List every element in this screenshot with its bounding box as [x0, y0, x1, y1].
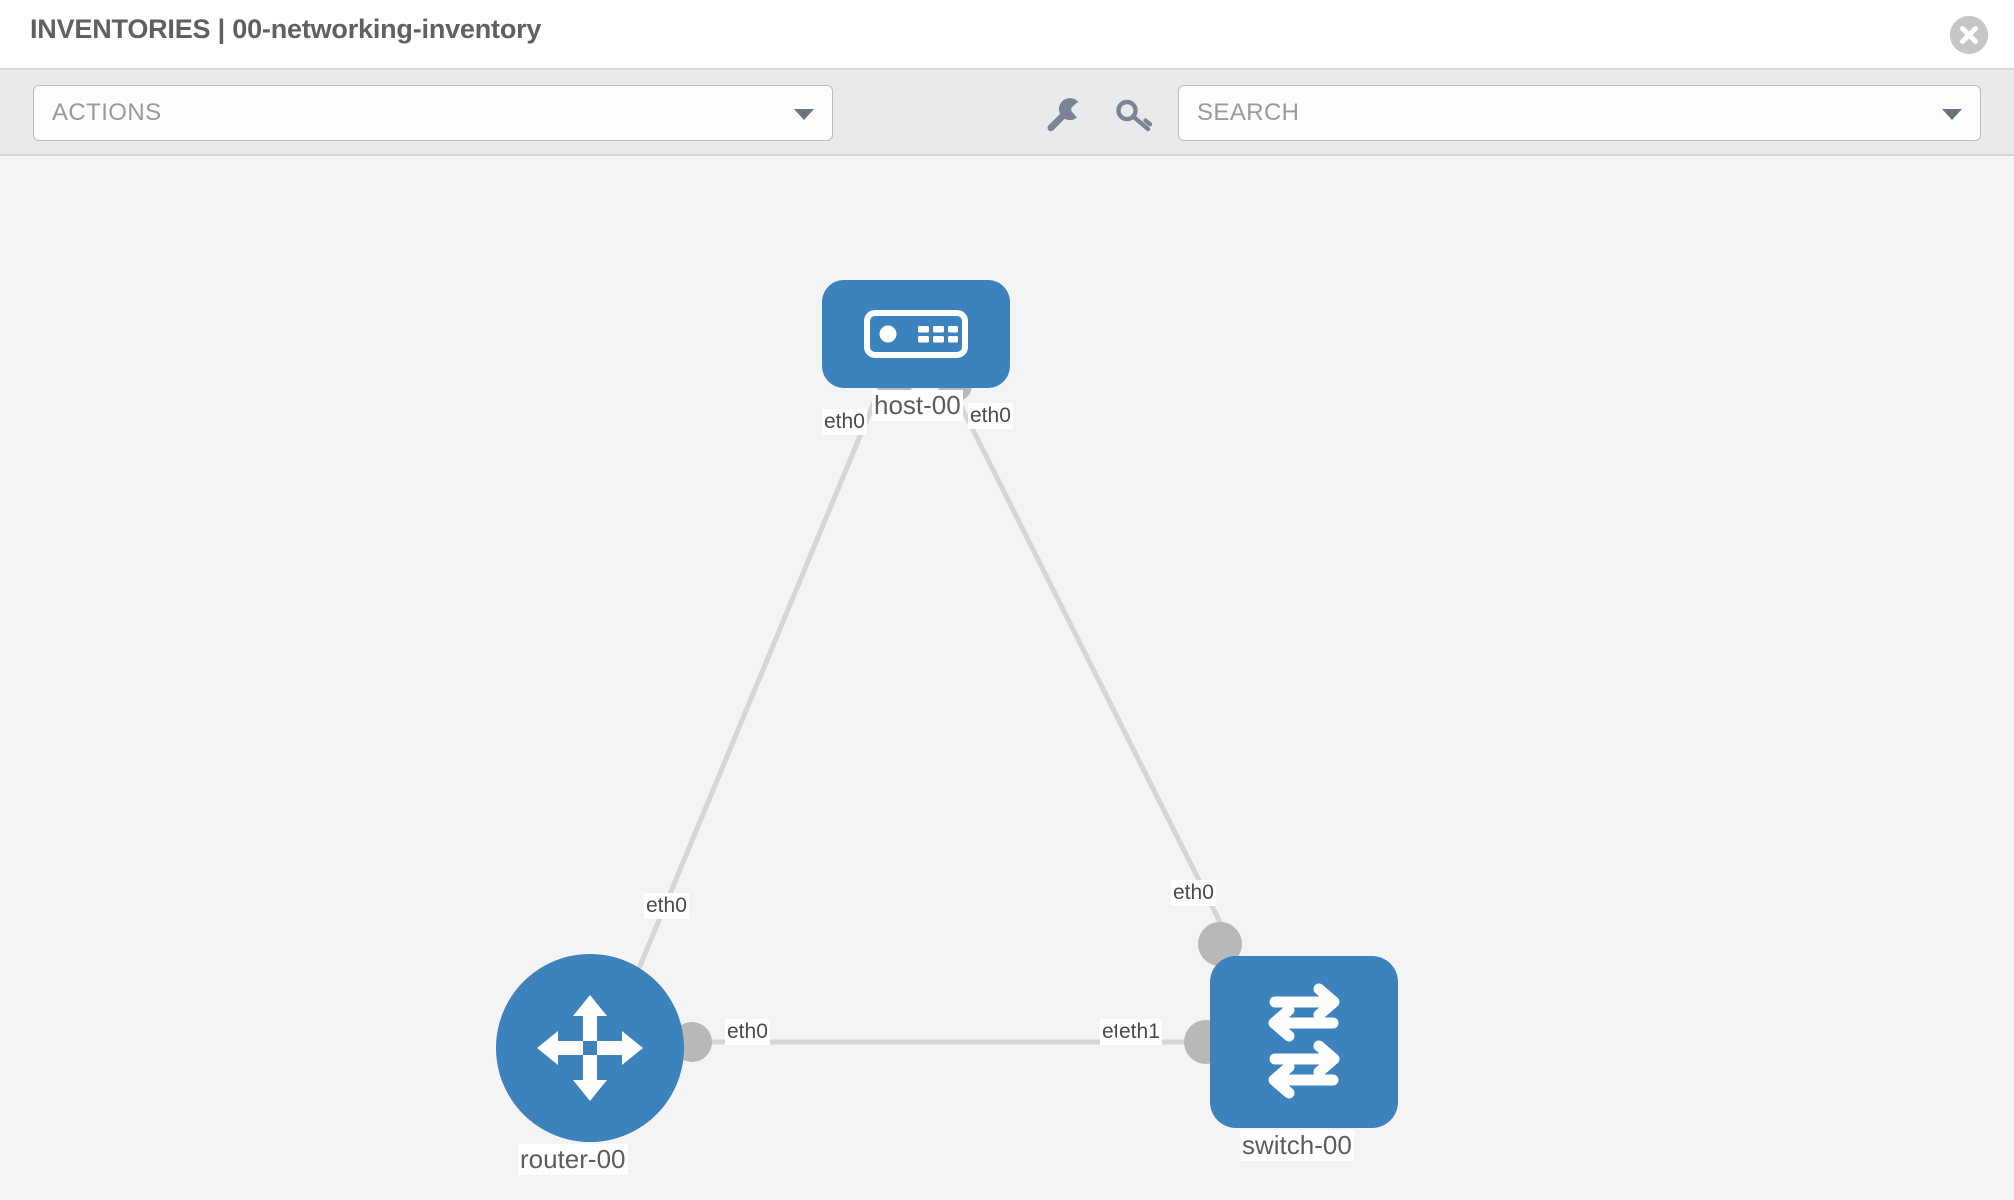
node-host-00-shape[interactable]: [822, 280, 1010, 388]
actions-dropdown-label: ACTIONS: [52, 99, 162, 126]
edge-label-host-left: eth0: [822, 409, 867, 435]
edge-label-router-up: eth0: [644, 893, 689, 919]
node-switch-00-shape[interactable]: [1210, 956, 1398, 1128]
node-router-00-shape[interactable]: [496, 954, 684, 1142]
node-router-00[interactable]: router-00: [496, 954, 684, 1175]
key-icon[interactable]: [1113, 96, 1159, 136]
wrench-icon[interactable]: [1040, 96, 1086, 136]
close-icon[interactable]: [1950, 16, 1988, 54]
chevron-down-icon: [794, 109, 814, 120]
search-input[interactable]: SEARCH: [1178, 85, 1981, 141]
page-header: INVENTORIES | 00-networking-inventory: [0, 0, 2014, 70]
search-placeholder: SEARCH: [1197, 99, 1300, 126]
server-icon: [864, 310, 968, 358]
edge-label-host-right: eth0: [968, 403, 1013, 429]
node-router-00-label: router-00: [518, 1144, 628, 1175]
switch-icon: [1268, 983, 1340, 1099]
node-host-00[interactable]: host-00: [822, 280, 1010, 421]
topology-canvas[interactable]: host-00 router-00: [0, 156, 2014, 1200]
link-host-switch: [949, 385, 1235, 949]
page-title: INVENTORIES | 00-networking-inventory: [30, 14, 542, 44]
router-icon: [537, 995, 643, 1101]
edge-label-switch-left-b: eth1: [1117, 1019, 1162, 1045]
edge-label-router-right: eth0: [725, 1019, 770, 1045]
node-switch-00[interactable]: switch-00: [1210, 956, 1398, 1161]
chevron-down-icon: [1942, 109, 1962, 120]
edge-label-switch-up: eth0: [1171, 880, 1216, 906]
node-switch-00-label: switch-00: [1240, 1130, 1354, 1161]
link-host-router: [637, 385, 883, 969]
toolbar: ACTIONS SEARCH: [0, 70, 2014, 156]
node-host-00-label: host-00: [872, 390, 963, 421]
actions-dropdown[interactable]: ACTIONS: [33, 85, 833, 141]
